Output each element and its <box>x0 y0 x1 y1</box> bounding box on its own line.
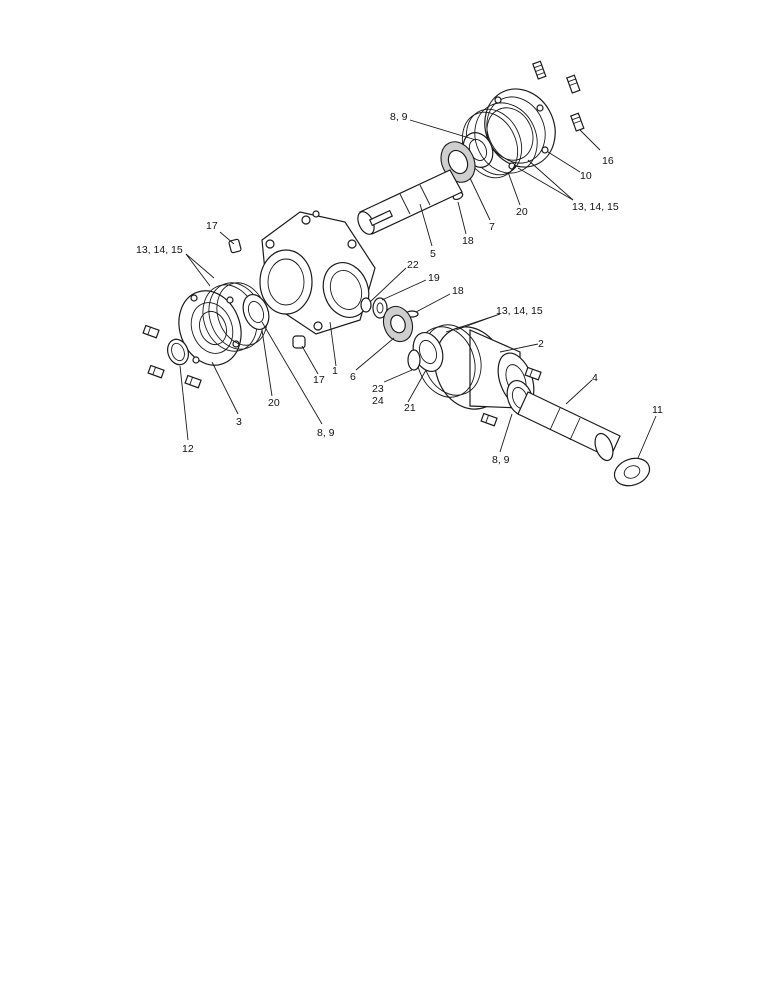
callout-23: 23 <box>372 383 384 395</box>
callout-7: 7 <box>489 221 495 233</box>
callout-22: 22 <box>407 259 419 271</box>
callout-17-top: 17 <box>206 220 218 232</box>
callout-17-bottom: 17 <box>313 374 325 386</box>
housing-1 <box>259 210 376 335</box>
callout-11: 11 <box>652 404 663 416</box>
callout-3: 3 <box>236 416 242 428</box>
leader-lines <box>179 119 657 459</box>
callout-8-9-left: 8, 9 <box>317 427 335 439</box>
callout-20-top: 20 <box>516 206 528 218</box>
callout-24: 24 <box>372 395 384 407</box>
spacer-23-24 <box>407 349 421 371</box>
spacer-22 <box>360 297 372 313</box>
cover-3 <box>178 290 242 366</box>
bolt-left-b <box>147 364 165 379</box>
shaft-5 <box>357 169 463 235</box>
callout-20-left: 20 <box>268 397 280 409</box>
bolt-16-b <box>566 74 581 94</box>
callout-2: 2 <box>538 338 544 350</box>
callout-13-14-15-top: 13, 14, 15 <box>572 201 619 213</box>
bolt-16-a <box>532 60 547 80</box>
callout-8-9-top: 8, 9 <box>390 111 408 123</box>
callout-6: 6 <box>350 371 356 383</box>
bolt-lower-a <box>524 366 542 381</box>
seal-20-top <box>474 102 538 174</box>
cover-10 <box>484 88 556 170</box>
bolt-lower-b <box>480 412 498 427</box>
callout-8-9-bottom: 8, 9 <box>492 454 510 466</box>
callout-12: 12 <box>182 443 194 455</box>
callout-10: 10 <box>580 170 592 182</box>
bearing-8-9-left <box>242 293 270 331</box>
oring-12 <box>167 338 189 366</box>
gear-6 <box>382 305 414 343</box>
callout-21: 21 <box>404 402 416 414</box>
plug-17-bottom <box>292 335 306 349</box>
callout-18-top: 18 <box>462 235 474 247</box>
callout-19: 19 <box>428 272 440 284</box>
callout-labels: 8, 9 16 10 13, 14, 15 20 7 18 5 17 13, 1… <box>136 111 663 466</box>
washer-19 <box>372 297 388 319</box>
callout-13-14-15-left: 13, 14, 15 <box>136 244 183 256</box>
callout-16: 16 <box>602 155 614 167</box>
washer-11 <box>613 457 651 487</box>
callout-18-mid: 18 <box>452 285 464 297</box>
callout-13-14-15-mid: 13, 14, 15 <box>496 305 543 317</box>
callout-5: 5 <box>430 248 436 260</box>
bolt-left-a <box>142 324 160 339</box>
shaft-4 <box>517 391 621 462</box>
bolt-left-c <box>184 374 202 389</box>
bolt-16-c <box>570 112 585 132</box>
callout-4: 4 <box>592 372 598 384</box>
callout-1: 1 <box>332 365 338 377</box>
